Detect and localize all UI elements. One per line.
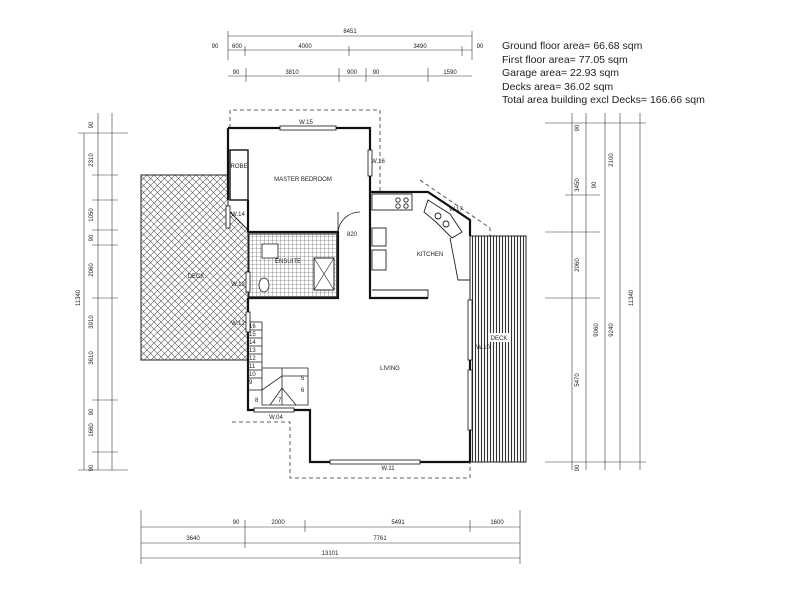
robe-closet <box>229 149 249 201</box>
dim-bottom-4: 1600 <box>490 520 504 526</box>
stair-10: 10 <box>249 372 256 378</box>
dim-bottom-overall: 13101 <box>322 551 339 557</box>
dim-right-4: 2060 <box>575 258 581 272</box>
dim-right-3: 90 <box>592 181 598 188</box>
dim-top-1: 90 <box>212 44 219 50</box>
dim-bottom-5: 3640 <box>186 536 200 542</box>
ensuite <box>248 233 338 298</box>
window-label-w13: W.13 <box>231 282 245 288</box>
door-width-label: 820 <box>347 232 358 238</box>
dim-left-overall: 11340 <box>76 289 82 306</box>
area-summary: Ground floor area= 66.68 sqm First floor… <box>502 40 705 108</box>
dim-left-3: 1050 <box>89 208 95 222</box>
dim-top-5: 90 <box>477 44 484 50</box>
deck-left <box>140 174 249 361</box>
dim-bottom-1: 90 <box>233 520 240 526</box>
decks-area: Decks area= 36.02 sqm <box>502 80 614 93</box>
left-dimensions <box>78 113 128 471</box>
dim-top-10: 1590 <box>443 70 457 76</box>
dim-left-9: 1660 <box>89 423 95 437</box>
window-label-w12: W.12 <box>231 321 245 327</box>
dim-left-6: 3910 <box>89 315 95 329</box>
dim-left-4: 90 <box>89 234 95 241</box>
dim-left-1: 90 <box>89 121 95 128</box>
room-label-deck-left: DECK <box>188 274 205 280</box>
dim-right-8: 9060 <box>594 323 600 337</box>
stair-8: 8 <box>255 398 259 404</box>
window-label-w10: W.10 <box>476 345 490 351</box>
dim-left-7: 3610 <box>89 351 95 365</box>
room-label-living: LIVING <box>380 366 400 372</box>
stair-14: 14 <box>249 340 256 346</box>
dim-right-7: 2100 <box>609 153 615 167</box>
windows <box>225 125 473 465</box>
dim-overall-top: 8451 <box>343 29 357 35</box>
bedroom-door <box>337 211 361 233</box>
room-label-robe: ROBE <box>230 164 247 170</box>
dim-right-1: 90 <box>575 124 581 131</box>
stair-11: 11 <box>249 364 256 370</box>
window-label-w16: W.16 <box>371 159 385 165</box>
dim-top-8: 900 <box>347 70 358 76</box>
stair-5: 5 <box>301 376 305 382</box>
dim-bottom-6: 7761 <box>373 536 387 542</box>
dim-right-9: 9240 <box>609 323 615 337</box>
stair-7: 7 <box>278 398 282 404</box>
ground-floor-area: Ground floor area= 66.68 sqm <box>502 40 643 52</box>
dim-right-2: 3450 <box>575 178 581 192</box>
kitchen-fixtures <box>371 193 470 298</box>
dim-top-6: 90 <box>233 70 240 76</box>
dim-left-2: 2310 <box>89 153 95 167</box>
dim-top-7: 3810 <box>285 70 299 76</box>
dim-left-8: 90 <box>89 408 95 415</box>
dim-right-10: 11340 <box>629 289 635 306</box>
room-label-deck-right: DECK <box>491 336 508 342</box>
first-floor-area: First floor area= 77.05 sqm <box>502 53 628 66</box>
bottom-dimensions <box>140 510 521 564</box>
window-label-w17: W.17 <box>449 207 463 213</box>
stair-15: 15 <box>249 332 256 338</box>
dim-top-4: 3490 <box>413 44 427 50</box>
stair-16: 16 <box>249 324 256 330</box>
window-label-w11: W.11 <box>381 466 395 472</box>
dim-top-9: 90 <box>373 70 380 76</box>
deck-label-box <box>488 333 510 342</box>
total-area: Total area building excl Decks= 166.66 s… <box>502 94 705 107</box>
top-dimensions <box>227 31 473 82</box>
stair-9: 9 <box>249 380 253 386</box>
dim-right-6: 90 <box>575 464 581 471</box>
staircase <box>247 321 309 406</box>
dim-top-2: 600 <box>232 44 243 50</box>
dim-left-10: 90 <box>89 464 95 471</box>
stair-6: 6 <box>301 388 305 394</box>
dim-bottom-3: 5491 <box>391 520 405 526</box>
right-dimensions <box>545 113 646 470</box>
window-label-w14: W.14 <box>231 212 245 218</box>
dim-right-5: 5470 <box>575 373 581 387</box>
window-label-w15: W.15 <box>299 120 313 126</box>
lower-floor-outline <box>229 109 491 479</box>
room-label-kitchen: KITCHEN <box>417 252 443 258</box>
garage-area: Garage area= 22.93 sqm <box>502 67 620 80</box>
stair-13: 13 <box>249 348 256 354</box>
dim-left-5: 2060 <box>89 263 95 277</box>
window-label-w04: W.04 <box>269 415 283 421</box>
room-label-ensuite: ENSUITE <box>275 259 301 265</box>
room-label-master-bedroom: MASTER BEDROOM <box>274 177 332 183</box>
dim-bottom-2: 2000 <box>271 520 285 526</box>
stair-12: 12 <box>249 356 256 362</box>
dim-top-3: 4000 <box>298 44 312 50</box>
